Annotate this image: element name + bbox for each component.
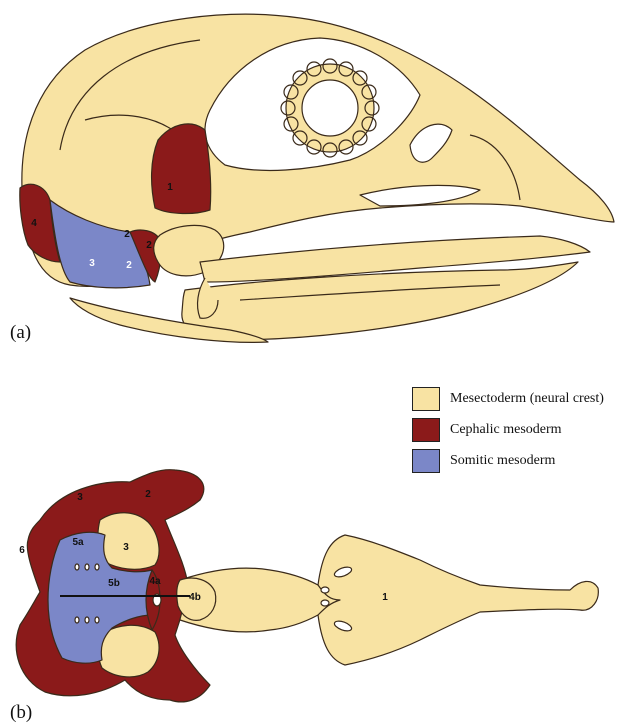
panel-label-b: (b) bbox=[10, 702, 32, 724]
region-label-4: 4 bbox=[31, 218, 37, 229]
ventral-label-3-upper: 3 bbox=[77, 492, 83, 503]
legend-item-mesectoderm: Mesectoderm (neural crest) bbox=[412, 386, 604, 412]
region-label-2a: 2 bbox=[124, 229, 130, 240]
ventral-label-4a: 4a bbox=[149, 576, 161, 587]
ventral-skull-view bbox=[16, 470, 598, 702]
legend-label-mesectoderm: Mesectoderm (neural crest) bbox=[450, 391, 604, 407]
region-label-1: 1 bbox=[167, 182, 173, 193]
ventral-label-2: 2 bbox=[145, 489, 151, 500]
ventral-label-3-lobe: 3 bbox=[123, 542, 129, 553]
legend-swatch-cephalic bbox=[412, 418, 440, 442]
legend-label-somitic: Somitic mesoderm bbox=[450, 453, 555, 469]
region-label-2b: 2 bbox=[146, 240, 152, 251]
ventral-label-1: 1 bbox=[382, 592, 388, 603]
region-label-3: 3 bbox=[89, 258, 95, 269]
legend-swatch-mesectoderm bbox=[412, 387, 440, 411]
legend-label-cephalic: Cephalic mesoderm bbox=[450, 422, 562, 438]
legend-swatch-somitic bbox=[412, 449, 440, 473]
lateral-skull-view bbox=[20, 14, 614, 342]
rostrum bbox=[180, 535, 598, 665]
ventral-label-5a: 5a bbox=[72, 537, 84, 548]
ventral-label-4b: 4b bbox=[189, 592, 201, 603]
region-1-lateral bbox=[152, 124, 211, 214]
legend-item-cephalic: Cephalic mesoderm bbox=[412, 417, 562, 443]
ventral-label-6: 6 bbox=[19, 545, 25, 556]
region-label-2c: 2 bbox=[126, 260, 132, 271]
ventral-label-5b: 5b bbox=[108, 578, 120, 589]
panel-label-a: (a) bbox=[10, 322, 31, 344]
legend-item-somitic: Somitic mesoderm bbox=[412, 448, 555, 474]
